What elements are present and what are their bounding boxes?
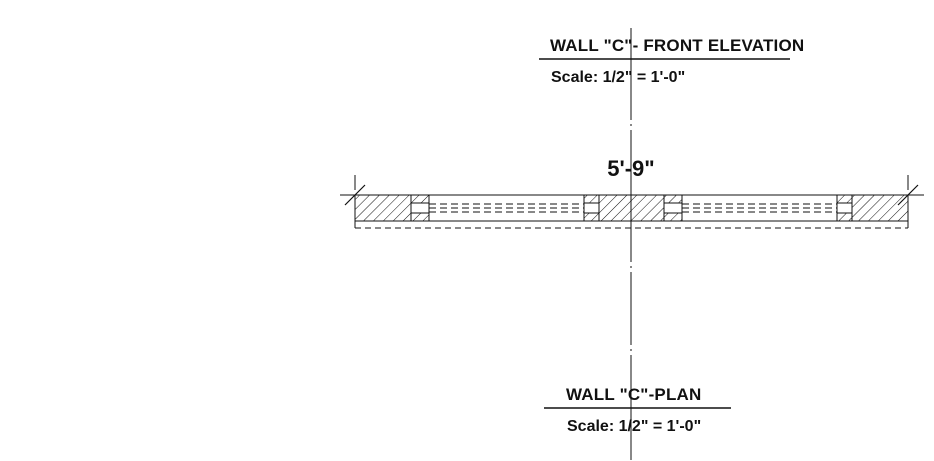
wall-section-right <box>851 194 909 222</box>
plan-title: WALL "C"-PLAN <box>566 385 702 404</box>
opening-right-glazing <box>682 203 837 213</box>
wall-section-left <box>354 194 412 222</box>
elevation-title-block: WALL "C"- FRONT ELEVATION Scale: 1/2" = … <box>539 36 804 86</box>
overall-dimension-label: 5'-9" <box>607 156 654 181</box>
plan-title-block: WALL "C"-PLAN Scale: 1/2" = 1'-0" <box>544 385 731 435</box>
elevation-title: WALL "C"- FRONT ELEVATION <box>550 36 804 55</box>
wall-plan <box>354 194 909 229</box>
wall-section-center <box>598 194 665 222</box>
elevation-scale: Scale: 1/2" = 1'-0" <box>551 69 685 86</box>
plan-scale: Scale: 1/2" = 1'-0" <box>567 418 701 435</box>
opening-left-glazing <box>429 203 584 213</box>
